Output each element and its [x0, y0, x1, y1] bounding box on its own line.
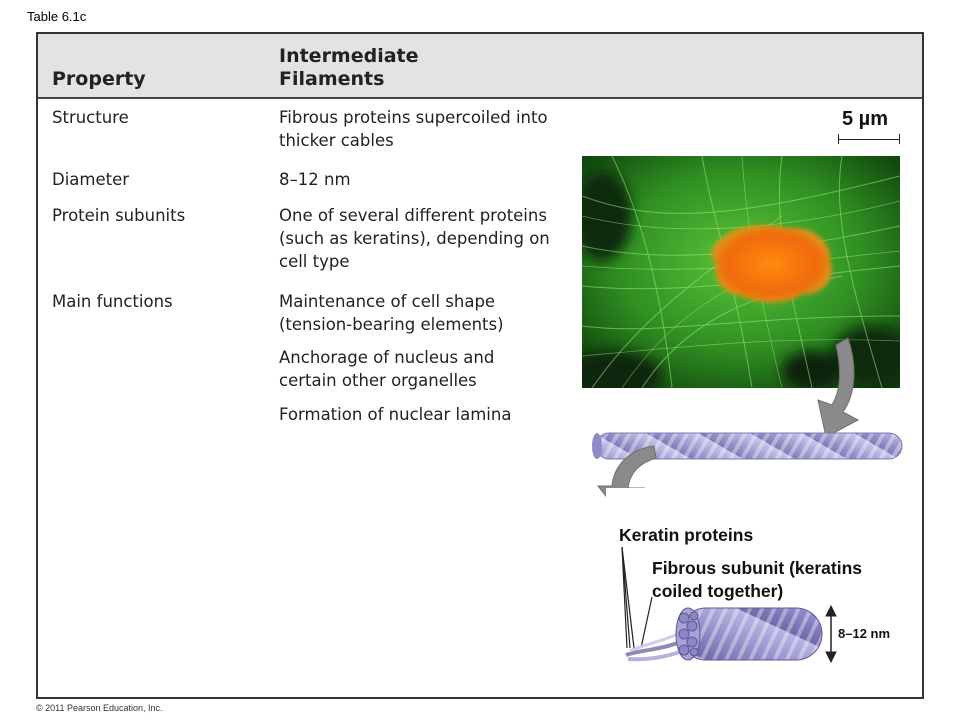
- row-diameter-property: Diameter: [52, 170, 130, 189]
- value-line: (such as keratins), depending on: [279, 229, 550, 248]
- value-line: 8–12 nm: [279, 170, 351, 189]
- value-line: thicker cables: [279, 131, 394, 150]
- value-line: Anchorage of nucleus and: [279, 348, 495, 367]
- scale-bar-line: [838, 139, 900, 140]
- header-filaments-line2: Filaments: [279, 68, 385, 90]
- row-diameter-value: 8–12 nm: [279, 168, 579, 191]
- copyright-notice: © 2011 Pearson Education, Inc.: [36, 703, 163, 713]
- row-subunits-property: Protein subunits: [52, 206, 186, 225]
- value-line: certain other organelles: [279, 371, 477, 390]
- row-functions-property: Main functions: [52, 292, 173, 311]
- value-line: Formation of nuclear lamina: [279, 405, 512, 424]
- scale-bar-tick: [838, 134, 839, 144]
- row-subunits-value: One of several different proteins (such …: [279, 204, 579, 273]
- diameter-arrow-icon: [825, 604, 837, 664]
- header-filaments: Intermediate Filaments: [279, 45, 479, 91]
- intermediate-filament-rope: [592, 432, 903, 460]
- value-line: (tension-bearing elements): [279, 315, 504, 334]
- arrow-down-icon: [817, 337, 860, 438]
- keratin-proteins-label: Keratin proteins: [619, 525, 754, 545]
- value-line: Maintenance of cell shape: [279, 292, 496, 311]
- scale-bar-tick: [899, 134, 900, 144]
- fibrous-label-line: coiled together): [652, 581, 784, 601]
- fibrous-subunit-label: Fibrous subunit (keratins coiled togethe…: [652, 557, 902, 603]
- value-line: One of several different proteins: [279, 206, 547, 225]
- fibrous-label-line: Fibrous subunit (keratins: [652, 558, 863, 578]
- row-structure-property: Structure: [52, 108, 129, 127]
- table-header: [38, 34, 922, 99]
- table-label: Table 6.1c: [27, 9, 87, 24]
- keratin-strands: [625, 632, 681, 662]
- row-functions-value-3: Formation of nuclear lamina: [279, 403, 579, 426]
- header-filaments-line1: Intermediate: [279, 45, 419, 67]
- keratin-bundle-cylinder: [675, 607, 823, 661]
- scale-bar: [838, 134, 900, 144]
- row-structure-value: Fibrous proteins supercoiled into thicke…: [279, 106, 579, 152]
- leader-lines: [621, 546, 653, 649]
- scale-bar-label: 5 µm: [842, 108, 888, 130]
- row-functions-value-1: Maintenance of cell shape (tension-beari…: [279, 290, 579, 336]
- header-property: Property: [52, 68, 146, 90]
- value-line: cell type: [279, 252, 350, 271]
- value-line: Fibrous proteins supercoiled into: [279, 108, 548, 127]
- row-functions-value-2: Anchorage of nucleus and certain other o…: [279, 346, 579, 392]
- diameter-label: 8–12 nm: [838, 626, 891, 641]
